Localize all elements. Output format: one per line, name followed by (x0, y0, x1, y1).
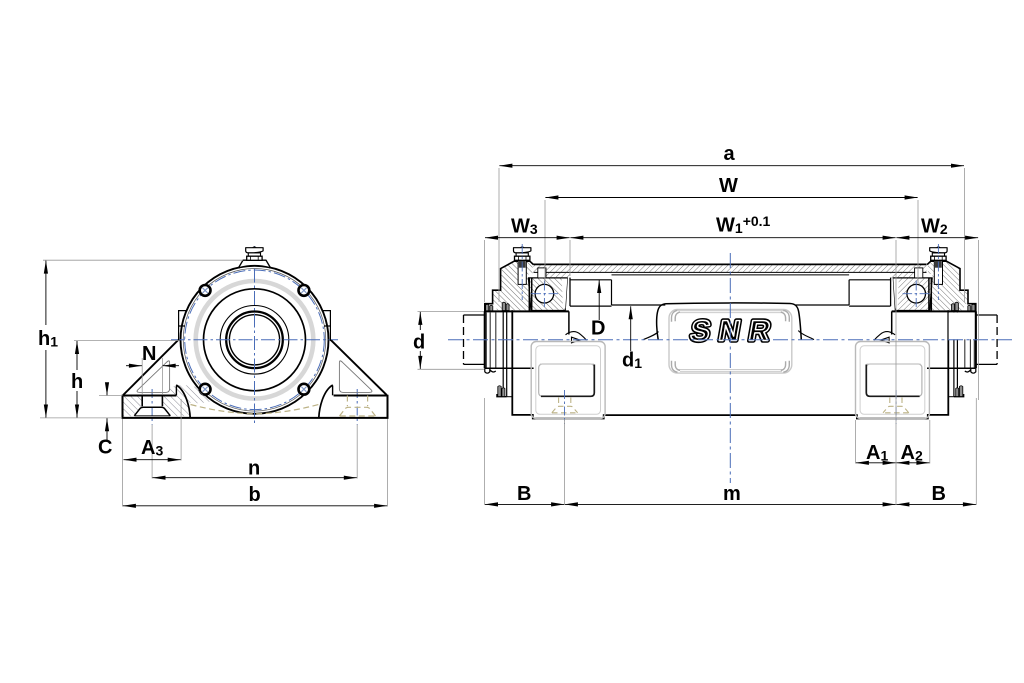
svg-text:W: W (719, 175, 738, 197)
svg-text:n: n (248, 458, 260, 480)
svg-text:SNR: SNR (688, 316, 782, 348)
svg-text:C: C (98, 437, 112, 459)
svg-text:W2: W2 (921, 216, 948, 238)
svg-text:A2: A2 (901, 442, 923, 464)
svg-text:B: B (932, 483, 946, 505)
svg-text:d1: d1 (622, 350, 642, 372)
svg-text:b: b (249, 484, 261, 506)
svg-text:h1: h1 (38, 328, 58, 350)
svg-text:a: a (724, 143, 736, 165)
svg-text:A3: A3 (141, 437, 163, 459)
svg-text:A1: A1 (866, 442, 888, 464)
svg-text:d: d (413, 332, 425, 354)
svg-text:m: m (723, 483, 741, 505)
svg-text:D: D (591, 318, 605, 340)
svg-text:N: N (142, 343, 156, 365)
svg-text:h: h (71, 371, 83, 393)
svg-text:SNR: SNR (688, 316, 782, 348)
svg-text:B: B (517, 483, 531, 505)
svg-text:W3: W3 (511, 216, 538, 238)
